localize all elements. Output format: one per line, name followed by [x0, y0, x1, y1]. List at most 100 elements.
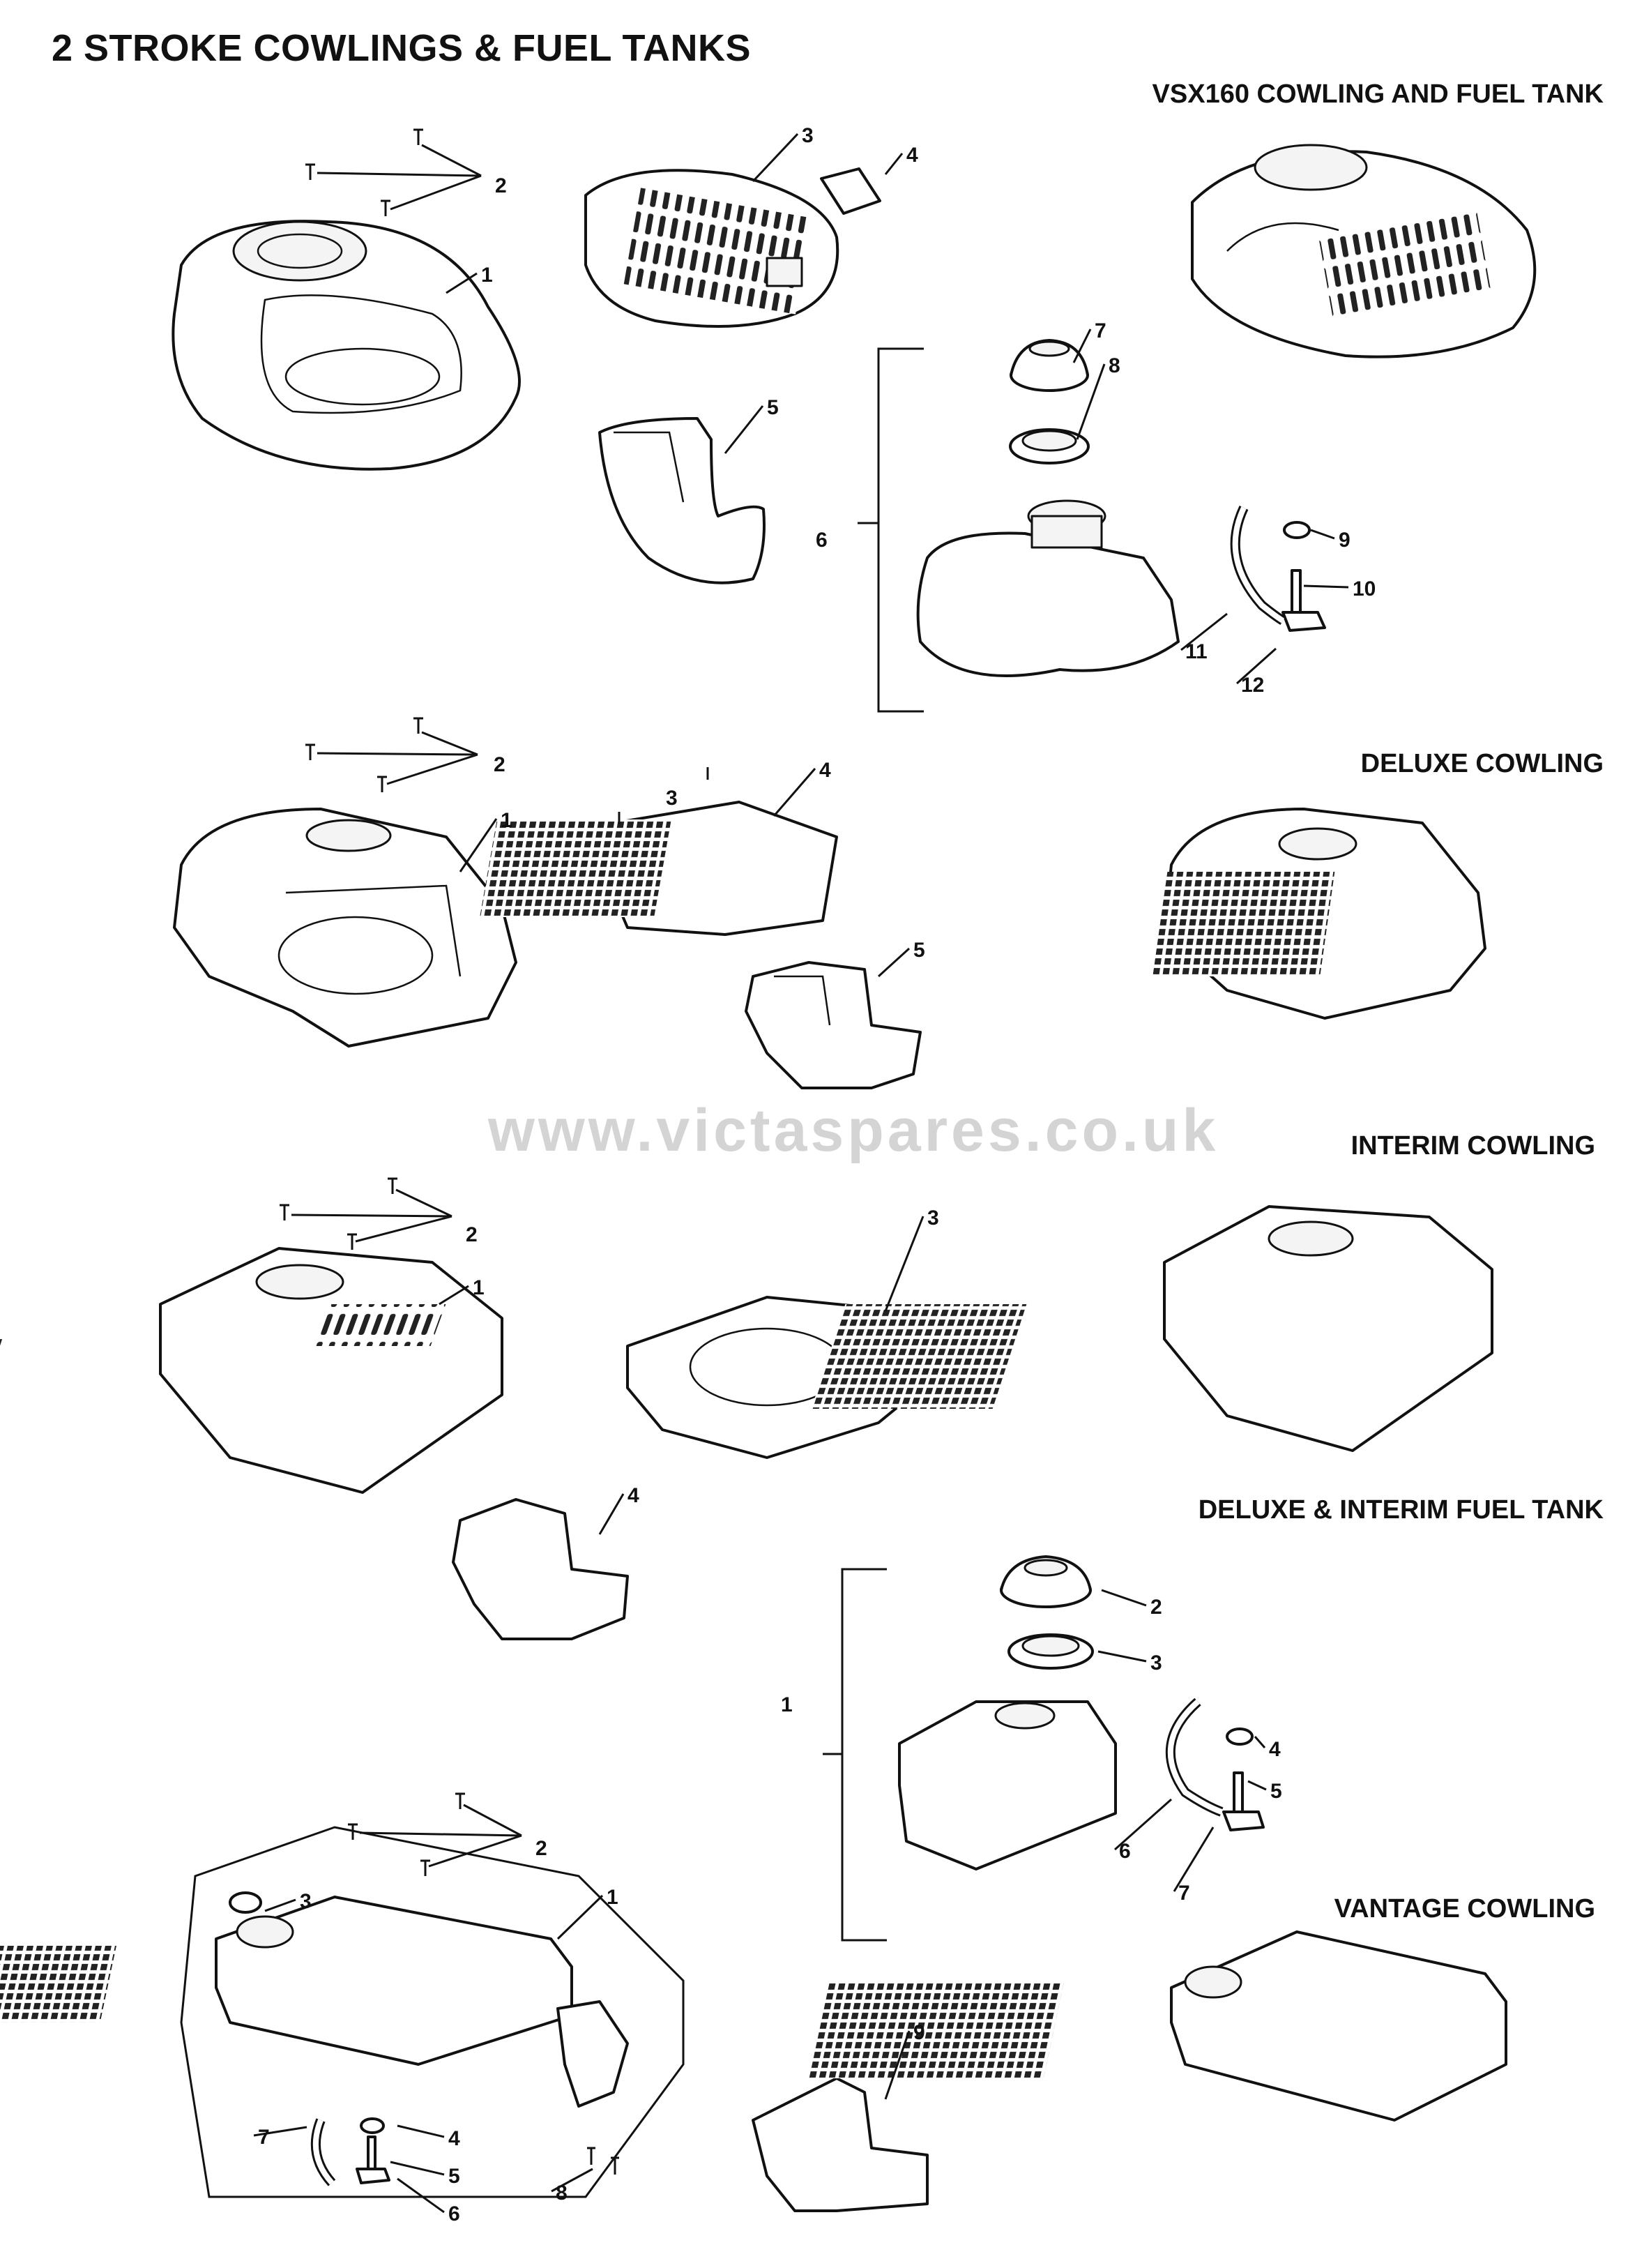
leader-line-interim-3 — [884, 1216, 925, 1312]
callout-vsx-6: 6 — [816, 529, 828, 552]
callout-vantage-6: 6 — [448, 2202, 460, 2225]
watermark: www.victaspares.co.uk — [488, 1097, 1219, 1164]
leader-line-deluxe-4 — [773, 768, 816, 817]
callout-interim-3: 3 — [927, 1207, 939, 1230]
leader-line-vsx-4 — [884, 153, 904, 175]
callout-vsx-2: 2 — [495, 174, 507, 197]
callout-vantage-3: 3 — [300, 1890, 312, 1913]
deluxe-cowling-base — [173, 808, 517, 1048]
leader-line-vantage-3 — [264, 1898, 296, 1912]
deluxe-screws — [305, 717, 478, 792]
section-title-vantage: VANTAGE COWLING — [1334, 1894, 1595, 1923]
vsx160-assembly — [172, 128, 1537, 713]
leader-line-deluxe-1 — [459, 818, 498, 872]
leader-line-tank-6 — [1114, 1798, 1172, 1851]
deluxe-deflector — [745, 961, 922, 1089]
leader-line-tank-5 — [1247, 1780, 1267, 1791]
callout-vsx-5: 5 — [767, 396, 779, 419]
page-title: 2 STROKE COWLINGS & FUEL TANKS — [52, 27, 752, 69]
callout-deluxe-5: 5 — [913, 939, 925, 962]
leader-line-vantage-8 — [551, 2168, 593, 2193]
vsx-pad — [820, 167, 881, 215]
callout-vantage-2: 2 — [535, 1837, 547, 1860]
callout-vantage-7: 7 — [258, 2126, 270, 2149]
leader-line-vantage-4 — [397, 2124, 445, 2138]
tank-seal-ring — [1007, 1633, 1094, 1670]
callout-interim-4: 4 — [627, 1484, 639, 1507]
interim-cowling-base — [0, 1247, 503, 1494]
leader-line-deluxe-5 — [877, 947, 911, 978]
callout-tank-2: 2 — [1150, 1596, 1162, 1619]
section-title-vsx160: VSX160 COWLING AND FUEL TANK — [1152, 80, 1604, 109]
callout-vsx-3: 3 — [802, 124, 814, 147]
tank-body — [898, 1700, 1117, 1870]
callout-vsx-10: 10 — [1353, 577, 1376, 600]
interim-screws — [280, 1177, 452, 1250]
leader-line-vsx-7 — [1072, 328, 1092, 363]
vantage-cowling — [0, 1896, 573, 2066]
callout-tank-1: 1 — [781, 1693, 793, 1716]
section-title-deluxe: DELUXE COWLING — [1360, 749, 1604, 778]
callout-vantage-4: 4 — [448, 2127, 460, 2150]
callout-interim-2: 2 — [466, 1223, 478, 1246]
leader-line-tank-4 — [1254, 1736, 1266, 1748]
vsx-fuel-tap — [1281, 569, 1326, 632]
callout-tank-6: 6 — [1119, 1840, 1131, 1863]
deluxe-cowling-assembled — [1152, 808, 1486, 1020]
leader-line-vantage-1 — [556, 1894, 604, 1940]
section-title-fuel-tank: DELUXE & INTERIM FUEL TANK — [1198, 1495, 1604, 1525]
leader-line-tank-2 — [1101, 1589, 1147, 1607]
interim-assembly — [0, 1177, 1493, 1640]
section-title-interim: INTERIM COWLING — [1351, 1131, 1595, 1161]
callout-deluxe-2: 2 — [494, 753, 505, 776]
deluxe-assembly — [173, 717, 1486, 1089]
callout-deluxe-4: 4 — [819, 759, 831, 782]
leader-line-vantage-9 — [884, 2030, 911, 2100]
leader-line-vsx-10 — [1303, 584, 1349, 589]
vantage-seal — [229, 1891, 262, 1914]
leader-line-interim-4 — [598, 1493, 625, 1535]
interim-cowling-assembled — [811, 1205, 1493, 1452]
callout-tank-5: 5 — [1270, 1780, 1282, 1803]
leader-line-vantage-5 — [390, 2161, 445, 2176]
callout-tank-3: 3 — [1150, 1651, 1162, 1674]
deluxe-grille-cover — [480, 767, 838, 936]
vantage-hardware — [310, 2117, 619, 2186]
callout-vsx-1: 1 — [481, 264, 493, 287]
vsx-grommet — [1283, 521, 1311, 539]
callout-vsx-11: 11 — [1185, 640, 1208, 663]
leader-line-vsx-5 — [724, 405, 764, 454]
tank-fuel-line — [1165, 1698, 1224, 1817]
vsx-screws — [305, 128, 482, 216]
callout-vantage-5: 5 — [448, 2165, 460, 2188]
vsx-grille-cover — [584, 169, 839, 328]
leader-line-tank-7 — [1173, 1827, 1215, 1892]
vsx-cowling-assembled — [1191, 144, 1537, 358]
tank-grommet — [1226, 1728, 1254, 1746]
tank-fuel-tap — [1222, 1771, 1265, 1831]
leader-line-vsx-9 — [1310, 529, 1335, 540]
callout-vantage-8: 8 — [556, 2182, 568, 2205]
callout-vsx-12: 12 — [1241, 674, 1264, 697]
leader-line-vsx-3 — [752, 133, 799, 183]
callout-vantage-9: 9 — [913, 2021, 925, 2044]
callout-tank-7: 7 — [1178, 1882, 1190, 1905]
leader-line-vsx-12 — [1236, 647, 1277, 685]
leader-line-interim-1 — [439, 1285, 469, 1306]
fuel-tank-assembly — [823, 1555, 1265, 1942]
vantage-screws — [348, 1792, 522, 1876]
vsx-cowling-base — [172, 220, 521, 471]
interim-deflector — [452, 1498, 629, 1640]
vsx-fuel-cap — [1010, 339, 1089, 392]
vsx-seal-ring — [1009, 428, 1090, 464]
vantage-outline-box — [180, 1826, 685, 2198]
vsx-tank-bracket — [858, 347, 924, 713]
vantage-assembly — [0, 1792, 1507, 2212]
leader-line-tank-3 — [1097, 1650, 1147, 1663]
callout-deluxe-1: 1 — [501, 809, 512, 832]
callout-tank-4: 4 — [1269, 1738, 1281, 1761]
leader-line-vsx-1 — [446, 272, 478, 294]
vsx-deflector — [598, 417, 766, 584]
